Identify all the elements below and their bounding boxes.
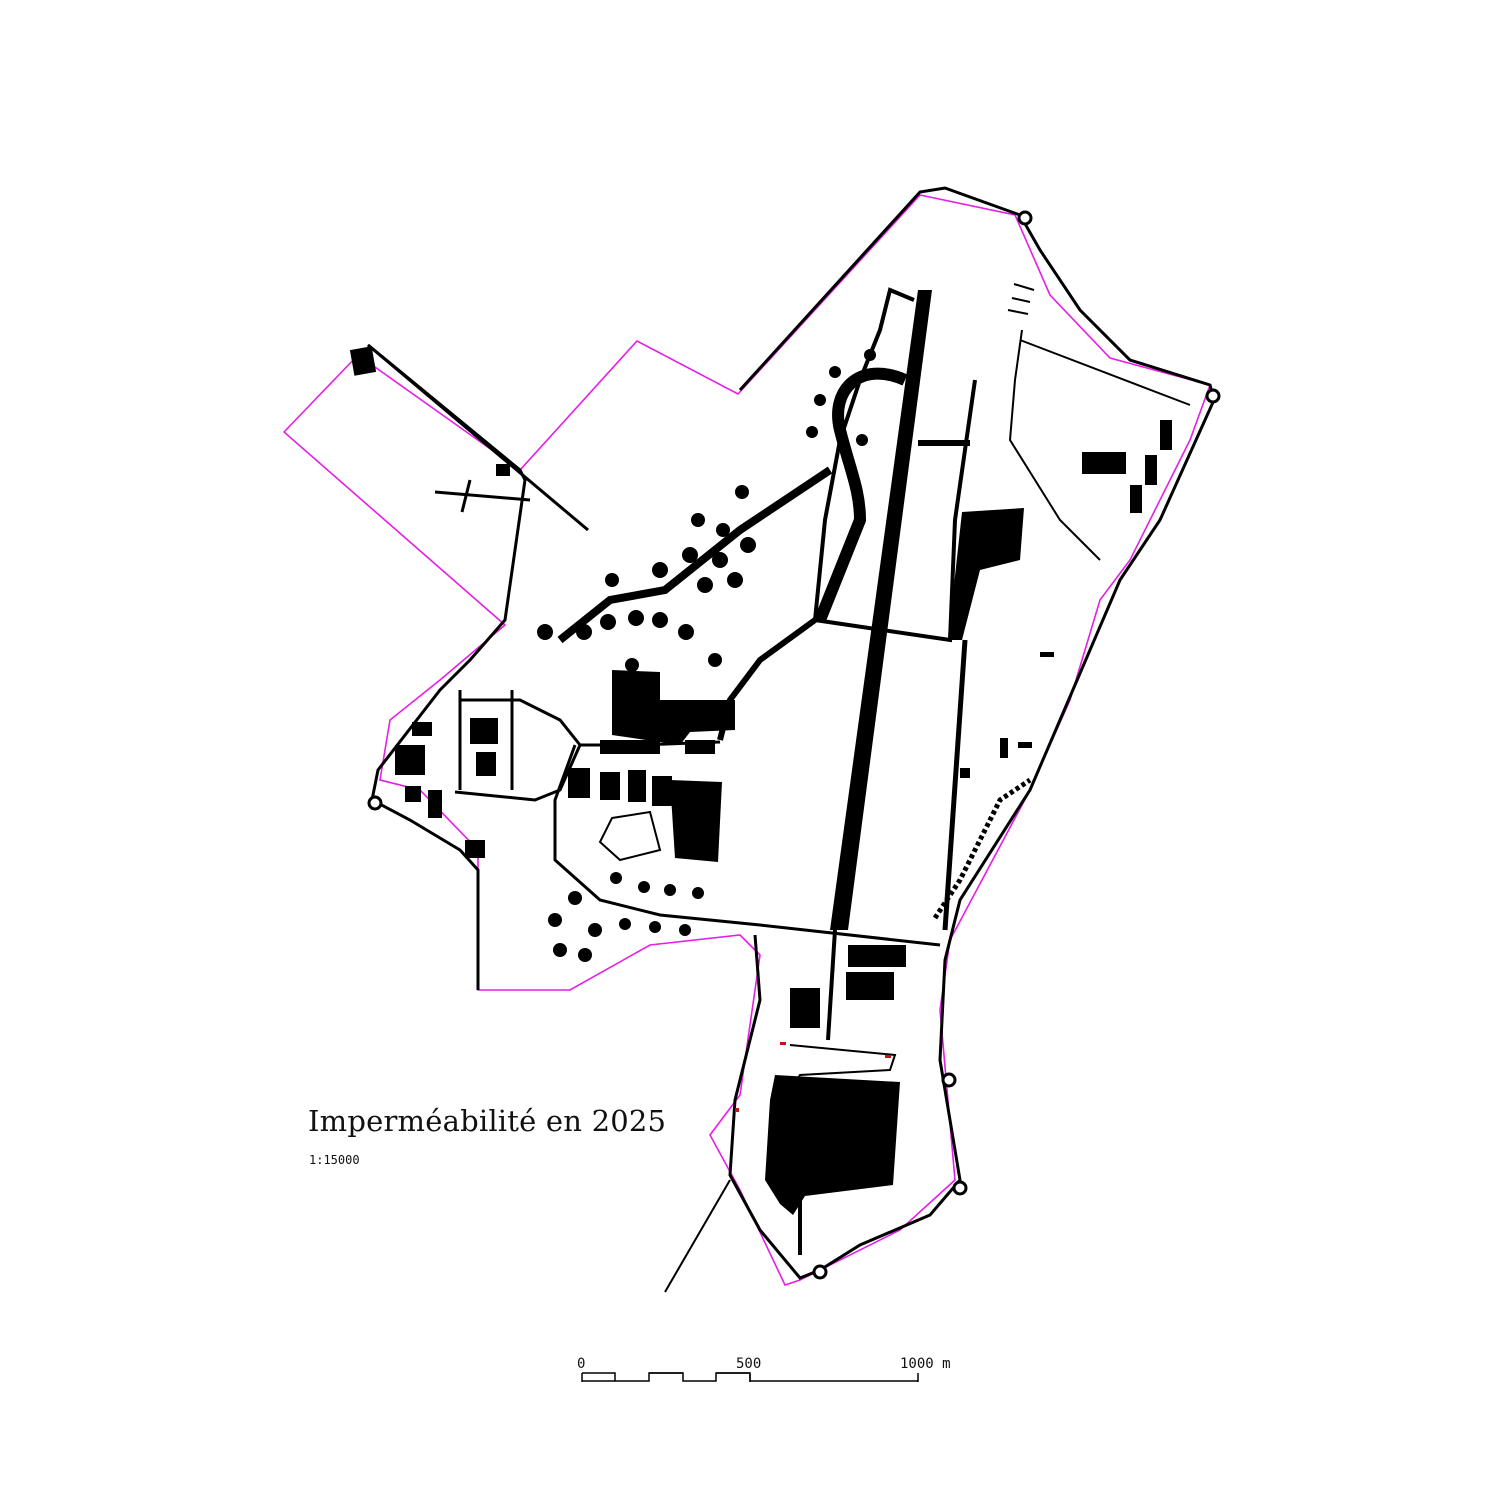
perimeter-road — [367, 343, 527, 990]
south-access-road — [789, 1044, 897, 1091]
west-loop-road — [553, 744, 941, 947]
northwest-hangar — [496, 464, 510, 476]
scalebar-label-mid: 500 — [736, 1356, 762, 1372]
east-hangar — [1082, 452, 1126, 474]
north-taxiway-loop — [814, 367, 908, 623]
scalebar-label-end: 1000 m — [900, 1356, 951, 1372]
main-terminal — [612, 670, 735, 745]
southwest-parking-loop — [598, 810, 662, 862]
roundabouts — [367, 210, 1221, 1280]
south-spur-road — [664, 1179, 731, 1293]
east-cross-road — [1019, 339, 1191, 406]
south-runway-crossing — [826, 929, 837, 1041]
east-fringe-track — [932, 777, 1032, 920]
east-parking-lots — [1007, 283, 1035, 315]
parallel-taxiway — [812, 287, 977, 643]
secondary-taxiway — [942, 639, 968, 931]
west-buildings — [395, 718, 498, 858]
east-buildings — [918, 420, 1172, 778]
west-stand-cluster — [537, 485, 756, 672]
north-west-road — [460, 698, 582, 746]
north-stand-cluster — [806, 349, 876, 446]
red-markers — [735, 1042, 891, 1112]
east-service-road — [1008, 329, 1101, 561]
diagonal-taxiway — [557, 466, 833, 644]
cargo-building-1 — [848, 945, 906, 967]
west-internal-road — [454, 740, 721, 802]
terminal-apron-east — [948, 508, 1024, 640]
northwest-access-road — [367, 343, 589, 532]
southwest-stand-cluster — [548, 872, 704, 962]
scalebar-label-zero: 0 — [577, 1356, 586, 1372]
northwest-building — [349, 346, 377, 376]
terminal-block-south — [670, 780, 722, 862]
northwest-taxi-line — [434, 490, 531, 502]
perimeter-road-east — [728, 186, 1216, 1280]
main-runway — [830, 290, 932, 930]
cargo-building-3 — [790, 988, 820, 1028]
south-logistics-complex — [765, 1075, 900, 1215]
map-scale-ratio: 1:15000 — [309, 1153, 360, 1167]
cargo-building-2 — [846, 972, 894, 1000]
map-title: Imperméabilité en 2025 — [308, 1104, 667, 1138]
scale-bar — [581, 1372, 919, 1382]
northwest-taxi-cross — [460, 479, 472, 513]
